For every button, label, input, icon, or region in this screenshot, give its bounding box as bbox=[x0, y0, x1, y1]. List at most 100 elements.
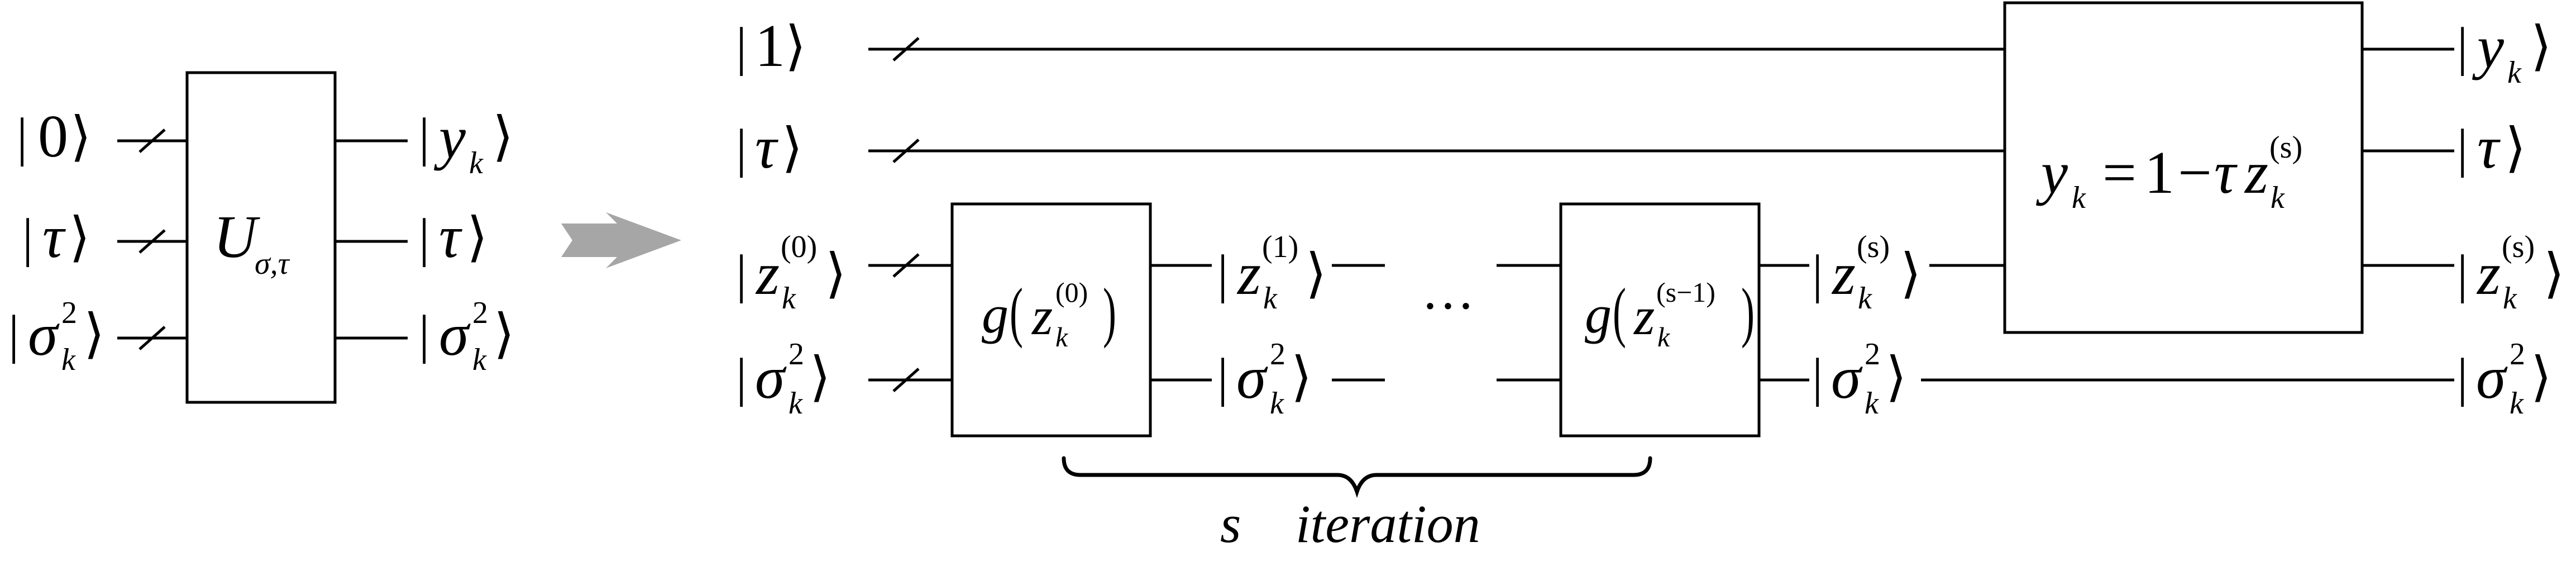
svg-text:(: ( bbox=[1613, 275, 1626, 349]
svg-text:=: = bbox=[2102, 140, 2137, 206]
svg-text:|: | bbox=[1812, 347, 1823, 407]
ket-tau-right: | τ ⟩ bbox=[736, 115, 802, 181]
bundle-slash bbox=[138, 129, 166, 153]
svg-text:τ: τ bbox=[2214, 140, 2238, 206]
bundle-slash bbox=[138, 326, 166, 350]
ket-sigma-out: | σ k 2 ⟩ bbox=[419, 296, 514, 377]
svg-text:⟩: ⟩ bbox=[782, 118, 802, 178]
svg-text:k: k bbox=[2503, 281, 2517, 316]
svg-text:(s): (s) bbox=[2269, 130, 2302, 165]
gate-g-z0 bbox=[950, 202, 1152, 438]
ket-sigma-k-squared: | σ k 2 ⟩ bbox=[8, 296, 104, 377]
svg-text:(0): (0) bbox=[781, 230, 817, 264]
ket-sigma-mid: | σ k 2 ⟩ bbox=[1217, 337, 1312, 421]
svg-text:|: | bbox=[2457, 118, 2468, 178]
svg-text:⟩: ⟩ bbox=[810, 347, 830, 407]
svg-text:|: | bbox=[2457, 16, 2468, 76]
svg-text:(1): (1) bbox=[1262, 230, 1298, 264]
svg-text:σ: σ bbox=[2476, 345, 2508, 411]
gate-u-sigma-tau bbox=[185, 71, 337, 404]
bundle-slash bbox=[892, 368, 920, 392]
svg-text:⟩: ⟩ bbox=[1291, 347, 1312, 407]
svg-text:⟩: ⟩ bbox=[2531, 347, 2551, 407]
ket-1: | 1 ⟩ bbox=[736, 13, 806, 79]
svg-text:⟩: ⟩ bbox=[467, 207, 488, 267]
gate-g-z0-label: g ( z k (0) ) bbox=[982, 275, 1116, 353]
svg-text:k: k bbox=[782, 281, 796, 316]
svg-text:k: k bbox=[1657, 321, 1670, 353]
ket-tau-out: | τ ⟩ bbox=[419, 204, 488, 270]
ket-y-k-final: | y k ⟩ bbox=[2457, 14, 2551, 90]
svg-text:⟩: ⟩ bbox=[1306, 244, 1326, 303]
svg-text:z: z bbox=[2476, 241, 2501, 307]
svg-text:σ: σ bbox=[439, 302, 471, 368]
svg-text:2: 2 bbox=[1865, 337, 1880, 372]
svg-text:|: | bbox=[736, 347, 747, 407]
svg-text:σ: σ bbox=[1236, 345, 1268, 411]
svg-text:τ: τ bbox=[755, 115, 778, 181]
svg-text:k: k bbox=[1055, 321, 1068, 353]
svg-text:y: y bbox=[2472, 14, 2504, 80]
gate-g-z-s-minus-1 bbox=[1559, 202, 1761, 438]
svg-text:2: 2 bbox=[2510, 337, 2525, 372]
gate-y-equals-label: y k = 1 − τ z k (s) bbox=[2035, 130, 2302, 215]
ket-z-k-0: | z k (0) ⟩ bbox=[736, 230, 846, 316]
ket-tau-final: | τ ⟩ bbox=[2457, 115, 2526, 181]
svg-text:σ,τ: σ,τ bbox=[255, 246, 290, 281]
svg-text:k: k bbox=[469, 146, 484, 180]
svg-text:⟩: ⟩ bbox=[785, 16, 806, 76]
svg-text:z: z bbox=[1831, 241, 1856, 307]
svg-text:|: | bbox=[1812, 244, 1823, 303]
svg-text:2: 2 bbox=[1270, 337, 1285, 372]
svg-text:k: k bbox=[2510, 386, 2524, 421]
svg-text:U: U bbox=[213, 204, 260, 270]
svg-text:k: k bbox=[1270, 386, 1284, 421]
svg-text:⟩: ⟩ bbox=[70, 107, 91, 167]
gate-y-equals bbox=[2003, 1, 2364, 334]
svg-text:k: k bbox=[472, 343, 487, 377]
ket-z-k-1: | z k (1) ⟩ bbox=[1217, 230, 1326, 316]
svg-text:|: | bbox=[1217, 347, 1228, 407]
svg-text:|: | bbox=[736, 16, 747, 76]
bundle-slash bbox=[892, 253, 920, 278]
svg-text:⟩: ⟩ bbox=[493, 107, 513, 167]
svg-text:iteration: iteration bbox=[1296, 494, 1480, 554]
iteration-brace bbox=[1062, 456, 1652, 498]
svg-text:|: | bbox=[419, 304, 429, 364]
svg-text:y: y bbox=[2035, 140, 2068, 206]
svg-text:): ) bbox=[1741, 275, 1755, 349]
svg-text:k: k bbox=[2271, 180, 2285, 215]
ket-0: | 0 ⟩ bbox=[17, 103, 91, 170]
svg-text:|: | bbox=[419, 207, 429, 267]
svg-text:2: 2 bbox=[472, 296, 488, 330]
svg-text:(: ( bbox=[1010, 275, 1023, 349]
svg-text:(0): (0) bbox=[1055, 277, 1088, 308]
svg-text:|: | bbox=[736, 118, 747, 178]
svg-text:⟩: ⟩ bbox=[84, 304, 104, 364]
bundle-slash bbox=[892, 139, 920, 163]
svg-text:z: z bbox=[1633, 286, 1655, 346]
svg-text:−: − bbox=[2178, 140, 2212, 206]
svg-text:k: k bbox=[788, 386, 803, 421]
svg-text:k: k bbox=[61, 343, 76, 377]
svg-text:⟩: ⟩ bbox=[1900, 244, 1921, 303]
svg-text:z: z bbox=[2244, 140, 2268, 206]
svg-text:g: g bbox=[982, 284, 1009, 344]
ket-z-k-s: | z k (s) ⟩ bbox=[1812, 230, 1921, 316]
svg-text:1: 1 bbox=[755, 13, 785, 79]
ket-sigma-final: | σ k 2 ⟩ bbox=[2457, 337, 2551, 421]
svg-text:2: 2 bbox=[788, 337, 804, 372]
ket-sigma-k-squared-right: | σ k 2 ⟩ bbox=[736, 337, 830, 421]
svg-text:|: | bbox=[736, 244, 747, 303]
svg-text:|: | bbox=[2457, 244, 2468, 303]
left-circuit: | 0 ⟩ | τ ⟩ | σ k 2 ⟩ U σ,τ | y k ⟩ bbox=[8, 71, 514, 404]
svg-text:z: z bbox=[1031, 286, 1053, 346]
svg-text:σ: σ bbox=[28, 302, 60, 368]
svg-text:g: g bbox=[1585, 284, 1612, 344]
svg-text:⟩: ⟩ bbox=[2531, 16, 2551, 76]
svg-text:|: | bbox=[22, 207, 33, 267]
svg-text:⟩: ⟩ bbox=[1886, 347, 1906, 407]
svg-text:s: s bbox=[1220, 494, 1241, 554]
svg-text:): ) bbox=[1103, 275, 1116, 349]
